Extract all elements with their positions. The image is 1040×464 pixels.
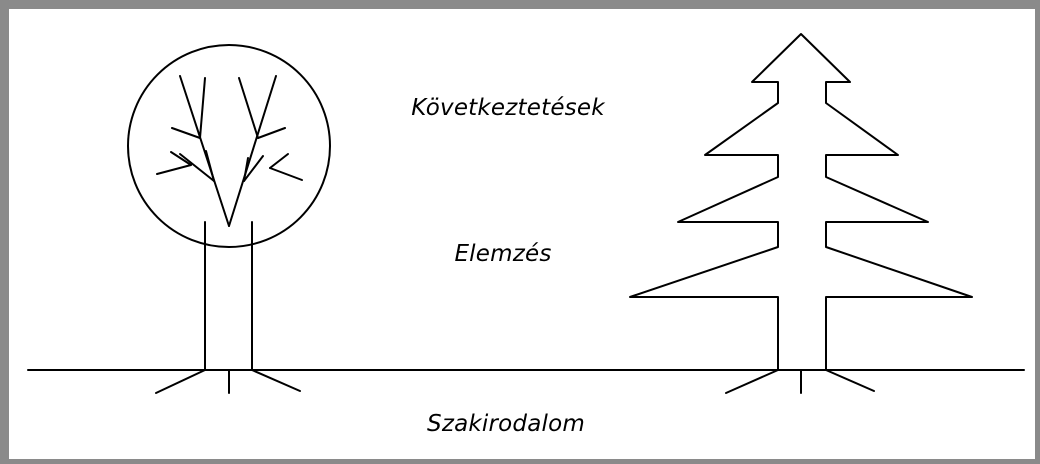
label-analysis: Elemzés <box>454 241 552 267</box>
conifer-outline <box>629 33 973 371</box>
tree-roots <box>155 369 301 394</box>
tree-branches <box>156 75 303 227</box>
tree-crown <box>127 44 331 248</box>
label-conclusions: Következtetések <box>411 95 605 121</box>
label-literature: Szakirodalom <box>427 411 585 437</box>
conifer-tree <box>629 33 973 394</box>
conifer-roots <box>725 369 875 394</box>
deciduous-tree <box>127 44 331 394</box>
